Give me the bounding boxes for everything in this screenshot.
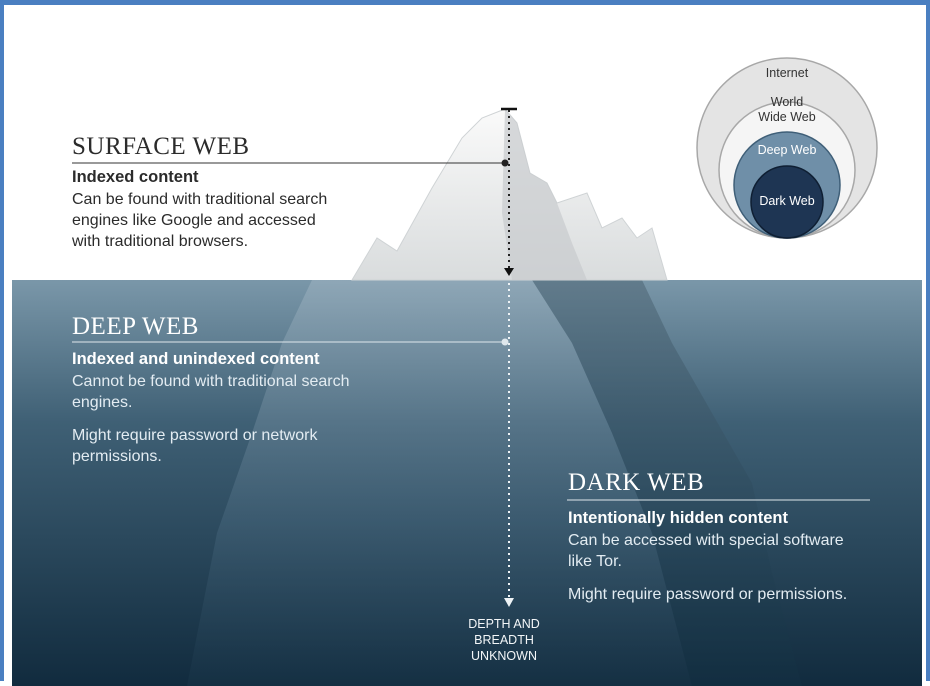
surface-line-3: with traditional browsers. [72,233,249,250]
iceberg-tip-shadow [502,109,587,280]
venn-www-line-1: World [770,95,804,109]
deep-line-2: engines. [72,394,133,411]
arrow-down-icon [504,268,514,276]
venn-internet-label: Internet [765,66,809,80]
surface-line-1: Can be found with traditional search [72,191,328,208]
surface-web-subtitle: Indexed content [72,168,199,186]
web-layers-venn [696,57,878,239]
surface-marker [501,159,509,167]
venn-www-line-2: Wide Web [758,110,816,124]
dark-web-description: Can be accessed with special software li… [568,530,844,572]
deep-marker [501,338,509,346]
venn-dark-label: Dark Web [759,194,815,208]
depth-label-line-1: DEPTH AND [468,617,540,631]
venn-deep-label: Deep Web [757,143,817,157]
deep-note-line-1: Might require password or network [72,427,318,444]
surface-web-description: Can be found with traditional search eng… [72,189,327,252]
dark-web-note: Might require password or permissions. [568,586,848,603]
dark-web-title: DARK WEB [568,469,705,496]
dark-line-1: Can be accessed with special software [568,532,844,549]
iceberg-underwater-shade [532,280,802,686]
deep-web-description: Cannot be found with traditional search … [72,371,350,413]
surface-web-title: SURFACE WEB [72,133,250,160]
deep-note-line-2: permissions. [72,448,162,465]
iceberg-underwater [187,280,802,686]
surface-line-2: engines like Google and accessed [72,212,316,229]
venn-dark-circle [750,165,824,239]
depth-breadth-label: DEPTH AND BREADTH UNKNOWN [449,616,559,664]
deep-web-note: Might require password or network permis… [72,425,317,467]
deep-web-title: DEEP WEB [72,313,199,340]
dark-web-subtitle: Intentionally hidden content [568,509,788,527]
iceberg-illustration [12,57,922,686]
venn-www-label: World Wide Web [737,95,837,125]
deep-line-1: Cannot be found with traditional search [72,373,350,390]
diagram-canvas: Internet World Wide Web Deep Web Dark We… [12,13,922,686]
deep-web-subtitle: Indexed and unindexed content [72,350,320,368]
depth-label-line-2: BREADTH [474,633,534,647]
dark-line-2: like Tor. [568,553,622,570]
arrow-down-icon [504,598,514,607]
depth-label-line-3: UNKNOWN [471,649,537,663]
